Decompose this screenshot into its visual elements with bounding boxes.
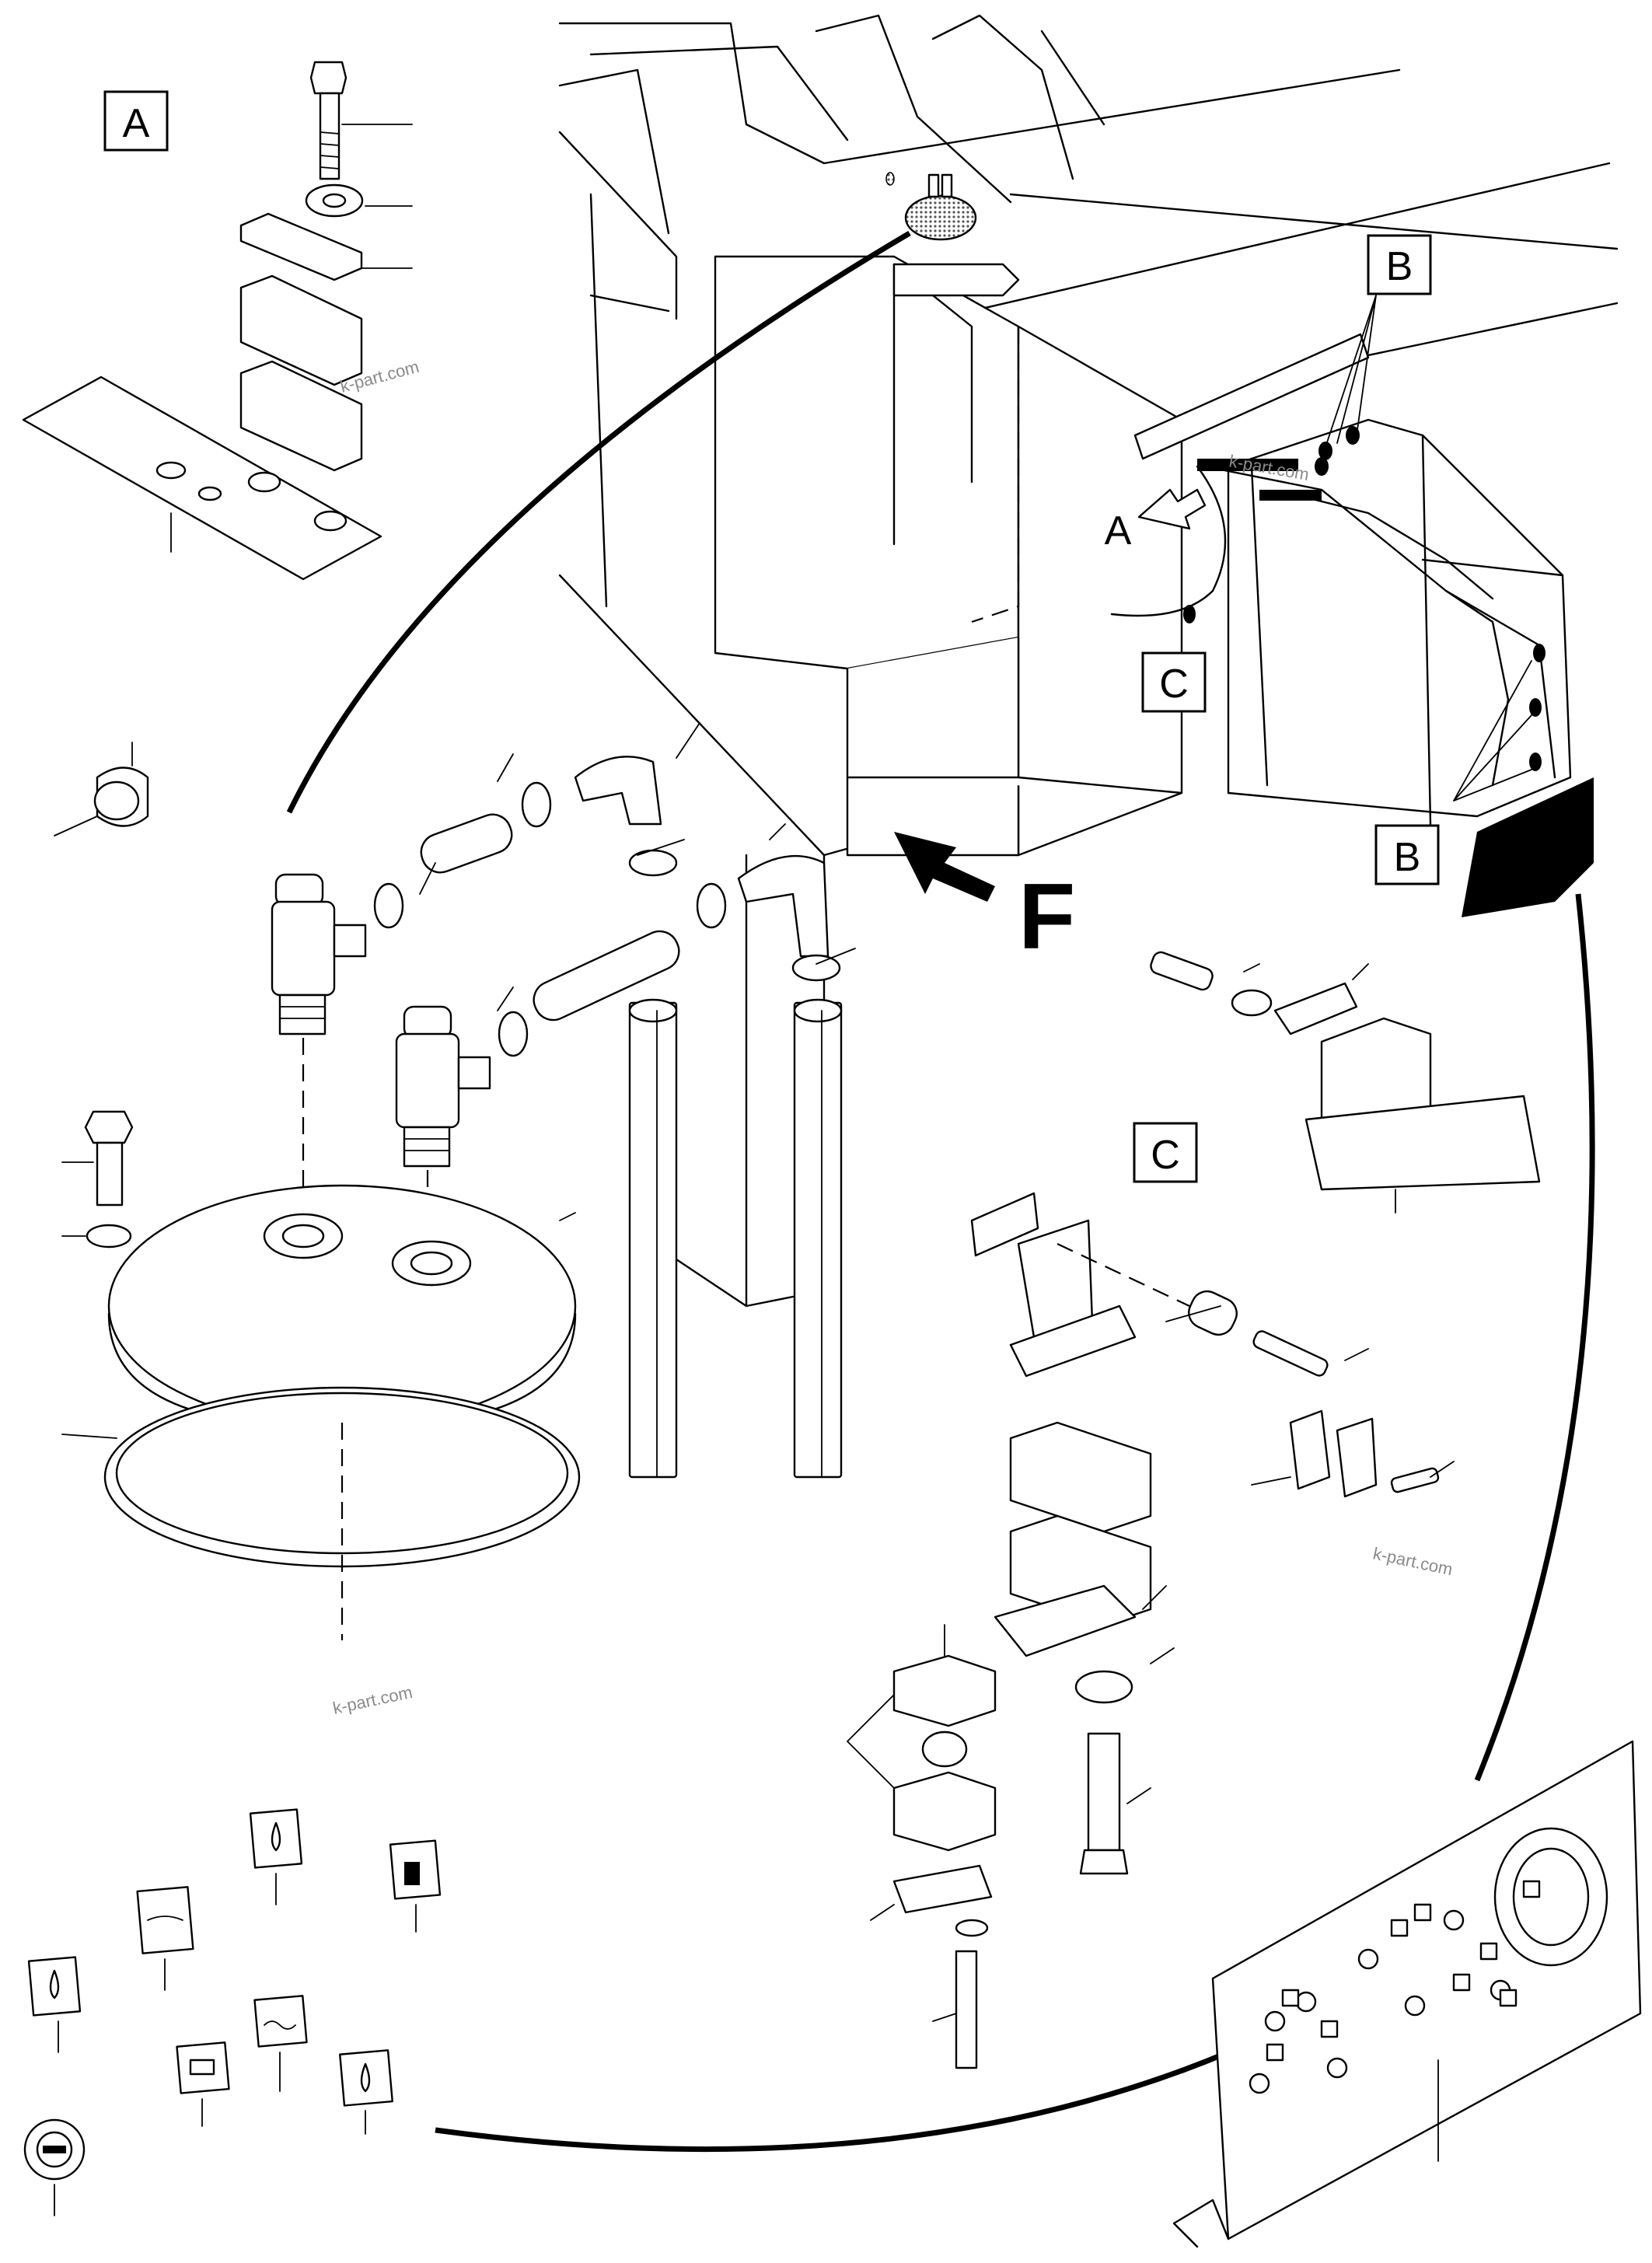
detail-c-label: C (1151, 1133, 1180, 1178)
water-drop-icon (249, 1808, 303, 1905)
callout-b-side: B (1374, 660, 1532, 885)
detail-c: C k-part.com (847, 1122, 1455, 2069)
front-direction-arrow: F (894, 832, 1075, 969)
callout-b-top: B (1321, 234, 1432, 459)
leader-curve-tank (286, 230, 911, 814)
view-arrow-a-text: A (1105, 508, 1132, 554)
detail-b (1150, 951, 1541, 1214)
battery-icon (176, 2041, 230, 2127)
callout-b-side-text: B (1394, 835, 1421, 880)
detail-a: A k-part.com (22, 61, 421, 581)
callout-c-text: C (1159, 662, 1189, 707)
heater-icon (253, 1995, 308, 2092)
view-arrow-a: A (1105, 488, 1207, 554)
watermark-3: k-part.com (1371, 1543, 1455, 1579)
watermark-2: k-part.com (331, 1682, 414, 1718)
instrument-panel (1172, 1740, 1642, 2248)
filler-assembly: k-part.com (61, 722, 856, 1718)
callout-c: C (1141, 651, 1207, 713)
leader-curve-right (1474, 893, 1595, 1782)
hydraulic-tank (714, 255, 1183, 857)
leader-curve-bottom (435, 2049, 1230, 2153)
gear-icon (23, 2118, 86, 2216)
detail-a-label: A (123, 101, 150, 146)
oil-can-icon (339, 2049, 393, 2135)
fuel-icon (389, 1839, 442, 1933)
callout-b-top-text: B (1386, 244, 1413, 289)
drop-in-box-icon (27, 1956, 82, 2053)
front-mark-text: F (1018, 864, 1075, 969)
coolant-level-icon (136, 1886, 194, 1991)
side-console (1110, 333, 1594, 917)
plug-part (54, 742, 149, 836)
tank-filler-cap (885, 172, 977, 241)
